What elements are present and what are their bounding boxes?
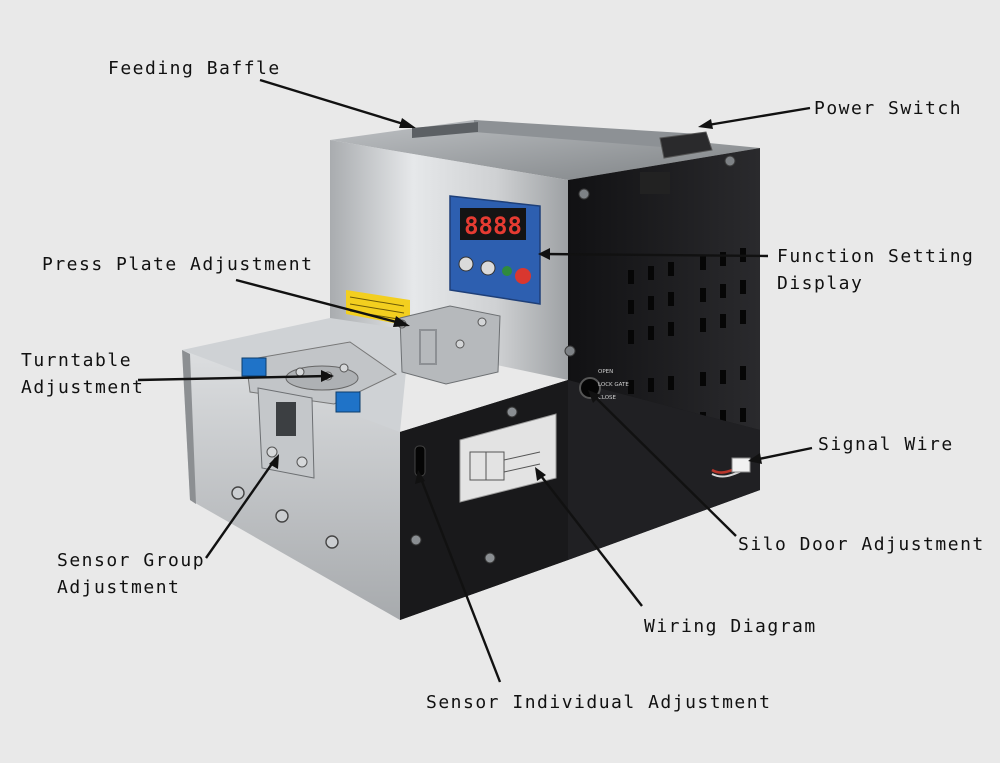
label-wiring-diagram: Wiring Diagram	[644, 616, 817, 637]
silo-door-labels: OPEN LOCK GATE CLOSE	[598, 369, 629, 401]
signal-connector	[731, 457, 751, 473]
blue-clip-left	[241, 357, 267, 377]
callout-arrowheads	[269, 118, 762, 484]
wiring-diagram-lines	[469, 451, 541, 481]
svg-text:CLOSE: CLOSE	[598, 395, 617, 401]
callout-line-turntable	[137, 374, 329, 382]
label-sensor-individual-adjustment: Sensor Individual Adjustment	[426, 692, 772, 713]
arrowhead-signal-wire	[748, 453, 762, 464]
top-ridge	[474, 120, 700, 150]
label-function-setting-display: Function Setting Display	[777, 243, 974, 297]
base-screws	[231, 486, 339, 549]
arrowhead-feeding-baffle	[399, 118, 416, 128]
callout-line-sensor-individual	[418, 475, 502, 683]
arrowhead-wiring-diagram	[535, 467, 546, 481]
label-turntable-line1: Turntable	[21, 350, 133, 371]
front-black-panel-face	[400, 380, 568, 620]
led-display	[460, 208, 526, 240]
arrowhead-silo-door	[588, 390, 601, 403]
svg-text:LOCK GATE: LOCK GATE	[598, 382, 629, 388]
sensor-window	[276, 402, 296, 436]
svg-text:OPEN: OPEN	[598, 369, 613, 375]
front-screws	[410, 406, 518, 564]
blue-clip-right	[335, 391, 361, 413]
label-press-plate-adjustment: Press Plate Adjustment	[42, 254, 314, 275]
callout-line-power-switch	[701, 106, 811, 128]
callout-lines	[137, 78, 813, 683]
press-plate-spring	[419, 329, 437, 365]
press-plate-bracket	[399, 305, 501, 385]
label-turntable-adjustment: Turntable Adjustment	[21, 347, 144, 401]
callout-line-signal-wire	[753, 446, 813, 462]
label-sensor-group-adjustment: Sensor Group Adjustment	[57, 547, 205, 601]
callout-line-sensor-group	[205, 457, 277, 559]
callout-line-silo-door	[591, 393, 737, 537]
callout-line-wiring-diagram	[537, 471, 643, 607]
label-signal-wire: Signal Wire	[818, 434, 954, 455]
callout-line-display	[541, 252, 769, 258]
label-silo-door-adjustment: Silo Door Adjustment	[738, 534, 985, 555]
label-turntable-line2: Adjustment	[21, 377, 145, 398]
callout-line-feeding-baffle	[259, 78, 411, 128]
label-function-setting-line1: Function Setting	[777, 246, 975, 267]
front-black-panel-right	[568, 380, 760, 560]
arrowhead-display	[538, 248, 550, 260]
arrowhead-turntable	[321, 370, 334, 382]
sensor-slot	[414, 445, 426, 477]
arrowhead-sensor-group	[269, 454, 279, 469]
label-sensor-group-line2: Adjustment	[57, 577, 181, 598]
feeding-baffle	[412, 122, 478, 138]
power-switch	[659, 131, 713, 159]
display-buttons	[458, 256, 531, 284]
base-left-edge	[182, 350, 196, 504]
label-function-setting-line2: Display	[777, 273, 864, 294]
label-power-switch: Power Switch	[814, 98, 963, 119]
callout-line-press-plate	[235, 278, 405, 326]
sensor-group-screws	[266, 446, 308, 468]
switch-tab	[640, 172, 670, 194]
base-front	[182, 350, 400, 620]
label-feeding-baffle: Feeding Baffle	[108, 58, 281, 79]
arrowhead-sensor-individual	[415, 470, 425, 484]
led-digits: 8888	[464, 212, 522, 240]
label-sensor-group-line1: Sensor Group	[57, 550, 206, 571]
arrowhead-power-switch	[698, 119, 713, 129]
arrowhead-press-plate	[393, 316, 410, 327]
